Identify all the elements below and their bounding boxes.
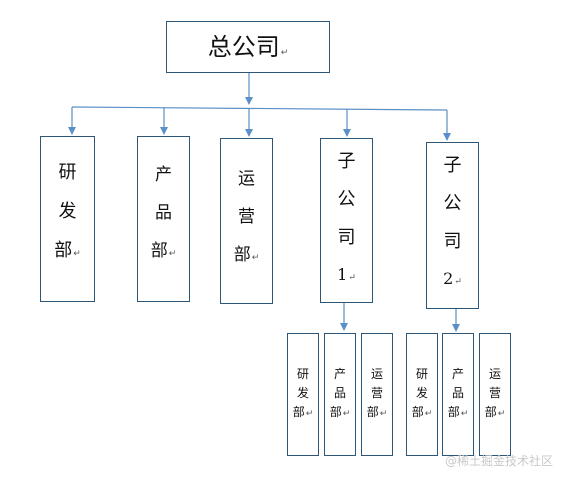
subsidiary-1-node: 子 公 司 1↵ bbox=[320, 138, 373, 303]
child-char: 品 bbox=[451, 386, 464, 400]
child-char: 营 bbox=[488, 386, 501, 400]
child-char: 部 bbox=[292, 405, 305, 419]
subsidiary-1-char: 公 bbox=[337, 189, 356, 210]
sub1-child-operations-node: 运 营 部↵ bbox=[361, 333, 393, 456]
child-char: 营 bbox=[370, 386, 383, 400]
subsidiary-2-number: 2 bbox=[443, 269, 454, 288]
child-char: 产 bbox=[451, 367, 464, 381]
child-char: 部 bbox=[447, 405, 460, 419]
dept-research-node: 研 发 部↵ bbox=[40, 136, 95, 302]
return-mark: ↵ bbox=[280, 48, 289, 58]
subsidiary-2-node: 子 公 司 2↵ bbox=[426, 142, 479, 309]
child-char: 部 bbox=[366, 405, 379, 419]
dept-research-char: 发 bbox=[58, 201, 77, 222]
dept-product-char: 部 bbox=[150, 241, 168, 261]
watermark: @稀土掘金技术社区 bbox=[444, 454, 553, 468]
child-char: 发 bbox=[296, 386, 309, 400]
root-node: 总公司↵ bbox=[166, 21, 330, 73]
return-mark: ↵ bbox=[168, 249, 177, 259]
dept-product-char: 品 bbox=[155, 203, 172, 223]
return-mark: ↵ bbox=[348, 273, 356, 283]
return-mark: ↵ bbox=[460, 409, 469, 419]
child-char: 部 bbox=[411, 405, 424, 419]
dept-product-node: 产 品 部↵ bbox=[137, 136, 190, 302]
child-char: 运 bbox=[370, 367, 383, 381]
child-char: 发 bbox=[415, 386, 428, 400]
child-char: 产 bbox=[333, 367, 346, 381]
return-mark: ↵ bbox=[454, 277, 462, 287]
sub2-child-research-node: 研 发 部↵ bbox=[406, 333, 438, 456]
sub1-child-research-node: 研 发 部↵ bbox=[287, 333, 319, 456]
sub1-child-product-node: 产 品 部↵ bbox=[324, 333, 356, 456]
subsidiary-1-number: 1 bbox=[337, 265, 348, 284]
child-char: 部 bbox=[329, 405, 342, 419]
dept-product-char: 产 bbox=[155, 165, 172, 185]
return-mark: ↵ bbox=[305, 409, 314, 419]
sub2-child-product-node: 产 品 部↵ bbox=[442, 333, 474, 456]
return-mark: ↵ bbox=[497, 409, 506, 419]
dept-operations-char: 营 bbox=[238, 207, 255, 227]
child-char: 部 bbox=[484, 405, 497, 419]
child-char: 品 bbox=[333, 386, 346, 400]
dept-operations-char: 运 bbox=[238, 169, 255, 189]
subsidiary-1-char: 子 bbox=[337, 151, 356, 172]
level1-bar bbox=[71, 106, 448, 111]
return-mark: ↵ bbox=[342, 409, 351, 419]
subsidiary-1-char: 司 bbox=[337, 227, 356, 248]
dept-operations-char: 部 bbox=[233, 245, 251, 265]
dept-research-char: 研 bbox=[58, 162, 77, 183]
child-char: 研 bbox=[415, 367, 428, 381]
return-mark: ↵ bbox=[73, 249, 81, 259]
subsidiary-2-char: 子 bbox=[443, 155, 462, 176]
subsidiary-2-char: 公 bbox=[443, 193, 462, 214]
return-mark: ↵ bbox=[251, 253, 260, 263]
subsidiary-2-char: 司 bbox=[443, 231, 462, 252]
dept-research-char: 部 bbox=[54, 240, 73, 261]
child-char: 运 bbox=[488, 367, 501, 381]
sub2-child-operations-node: 运 营 部↵ bbox=[479, 333, 511, 456]
return-mark: ↵ bbox=[379, 409, 388, 419]
dept-operations-node: 运 营 部↵ bbox=[220, 138, 273, 304]
root-label: 总公司 bbox=[207, 33, 280, 61]
child-char: 研 bbox=[296, 367, 309, 381]
return-mark: ↵ bbox=[424, 409, 433, 419]
